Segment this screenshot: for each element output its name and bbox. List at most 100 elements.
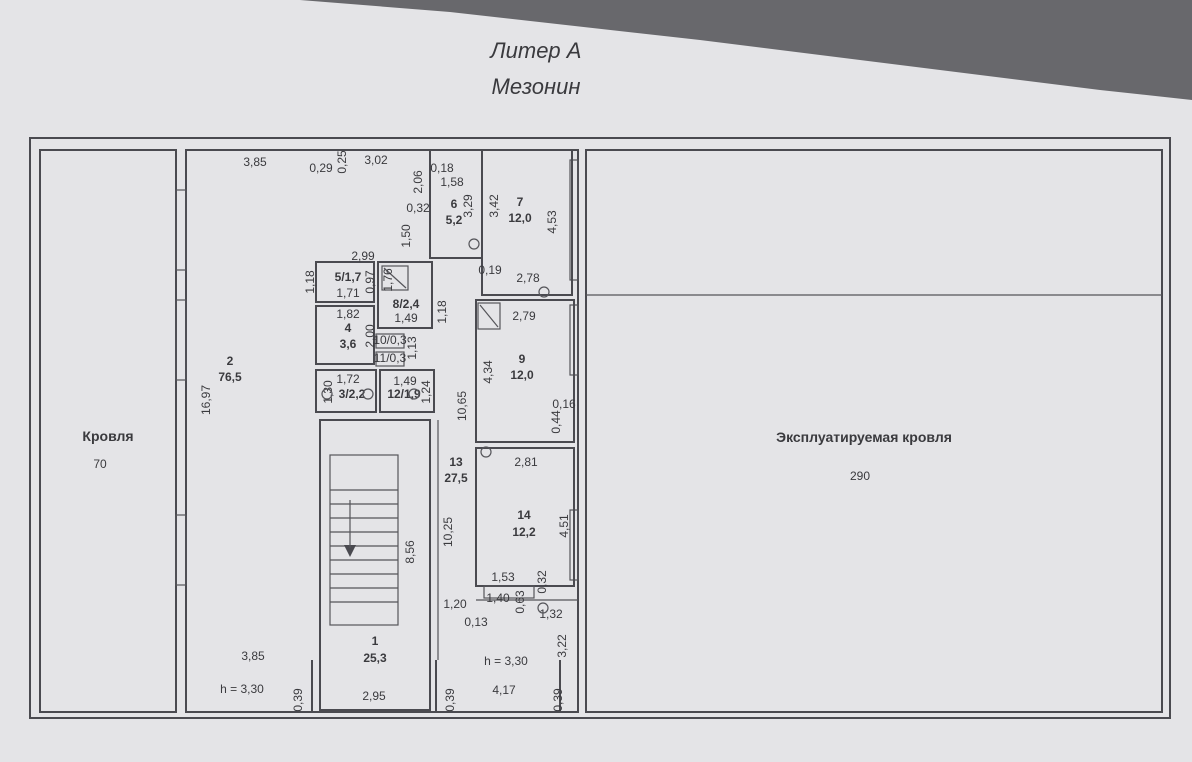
dim-029: 0,29 [309, 161, 333, 175]
dim-342: 3,42 [487, 194, 501, 218]
dim-158: 1,58 [440, 175, 464, 189]
dim-018: 0,18 [430, 161, 454, 175]
room-7-number: 7 [517, 195, 524, 209]
room-5-label: 5/1,7 [335, 270, 362, 284]
dim-453: 4,53 [545, 210, 559, 234]
dim-182: 1,82 [336, 307, 360, 321]
room-1-number: 1 [372, 634, 379, 648]
dim-039c: 0,39 [551, 688, 565, 712]
room-11-label: 11/0,3 [374, 351, 407, 365]
room-9-fixture-line [479, 304, 499, 328]
dim-299: 2,99 [351, 249, 375, 263]
height-right: h = 3,30 [484, 654, 528, 668]
window-left-1 [175, 189, 187, 271]
room-9 [475, 299, 575, 443]
room-2-area: 76,5 [218, 370, 242, 384]
height-left: h = 3,30 [220, 682, 264, 696]
room-4 [315, 305, 375, 365]
dim-1065: 10,65 [455, 391, 469, 421]
plan-subtitle: Мезонин [492, 74, 581, 99]
room-13-area: 27,5 [444, 471, 468, 485]
dim-013: 0,13 [464, 615, 488, 629]
dim-019: 0,19 [478, 263, 502, 277]
room-8-fixture [381, 265, 409, 291]
right-roof-value: 290 [850, 469, 870, 483]
room-6-area: 5,2 [446, 213, 463, 227]
dim-451: 4,51 [557, 514, 571, 538]
stair-arrow-icon [344, 545, 356, 557]
toilet-icon-4 [408, 388, 420, 400]
room-7 [481, 149, 573, 296]
dim-025: 0,25 [335, 150, 349, 174]
room-8 [377, 261, 433, 329]
dim-1025: 10,25 [441, 517, 455, 547]
dim-044: 0,44 [549, 410, 563, 434]
dim-200: 2,00 [363, 324, 377, 348]
dim-149a: 1,49 [394, 311, 418, 325]
room-6-number: 6 [451, 197, 458, 211]
dim-149b: 1,49 [393, 374, 417, 388]
room-4-number: 4 [345, 321, 352, 335]
room-14-closet [483, 585, 535, 599]
dim-032a: 0,32 [406, 201, 430, 215]
room-8-label: 8/2,4 [393, 297, 420, 311]
right-roof-label: Эксплуатируемая кровля [776, 429, 952, 445]
room-14-area: 12,2 [512, 525, 536, 539]
room-9-number: 9 [519, 352, 526, 366]
dim-032b: 0,32 [535, 570, 549, 594]
dim-171: 1,71 [336, 286, 360, 300]
dim-434: 4,34 [481, 360, 495, 384]
room-12-label: 12/1,9 [387, 387, 421, 401]
dim-278: 2,78 [516, 271, 540, 285]
outer-boundary [29, 137, 1171, 719]
dim-417: 4,17 [492, 683, 516, 697]
room-3 [315, 369, 377, 413]
room-7-area: 12,0 [508, 211, 532, 225]
room-3-label: 3/2,2 [339, 387, 366, 401]
room-1-area: 25,3 [363, 651, 387, 665]
sink-icon-3 [537, 602, 549, 614]
toilet-icon-2 [321, 388, 333, 400]
dim-113: 1,13 [405, 336, 419, 360]
room-8-fixture-line [383, 267, 407, 289]
stairwell [319, 419, 431, 711]
window-left-3 [175, 514, 187, 586]
left-roof-area [39, 149, 177, 713]
dim-281: 2,81 [514, 455, 538, 469]
room-13-number: 13 [449, 455, 463, 469]
dim-322: 3,22 [555, 634, 569, 658]
room-12 [379, 369, 435, 413]
right-roof-area [585, 149, 1163, 713]
room-9-fixture [477, 302, 501, 330]
room-10-label: 10/0,3 [373, 333, 407, 347]
dim-132: 1,32 [539, 607, 563, 621]
dim-118b: 1,18 [435, 300, 449, 324]
dim-016: 0,16 [552, 397, 576, 411]
dim-124: 1,24 [419, 380, 433, 404]
plan-title: Литер А [489, 38, 582, 63]
room-2-number: 2 [227, 354, 234, 368]
room-4-area: 3,6 [340, 337, 357, 351]
window-left-2 [175, 299, 187, 381]
dim-140: 1,40 [486, 591, 510, 605]
building-outline [185, 149, 579, 713]
room-5 [315, 261, 375, 303]
dim-172: 1,72 [336, 372, 360, 386]
stair-flight [329, 454, 399, 626]
dim-385-bot: 3,85 [241, 649, 265, 663]
dim-206: 2,06 [411, 170, 425, 194]
toilet-icon [468, 238, 480, 250]
room-14-number: 14 [517, 508, 531, 522]
vertical-dims: 0,25 2,06 3,29 3,42 4,53 1,50 1,18 0,97 … [199, 150, 571, 712]
dim-295: 2,95 [362, 689, 386, 703]
dim-153: 1,53 [491, 570, 515, 584]
left-roof-label: Кровля [82, 428, 133, 444]
dim-329: 3,29 [461, 194, 475, 218]
sink-icon [538, 286, 550, 298]
dim-118a: 1,18 [303, 270, 317, 294]
dim-097: 0,97 [363, 270, 377, 294]
dim-279: 2,79 [512, 309, 536, 323]
dim-385-top: 3,85 [243, 155, 267, 169]
